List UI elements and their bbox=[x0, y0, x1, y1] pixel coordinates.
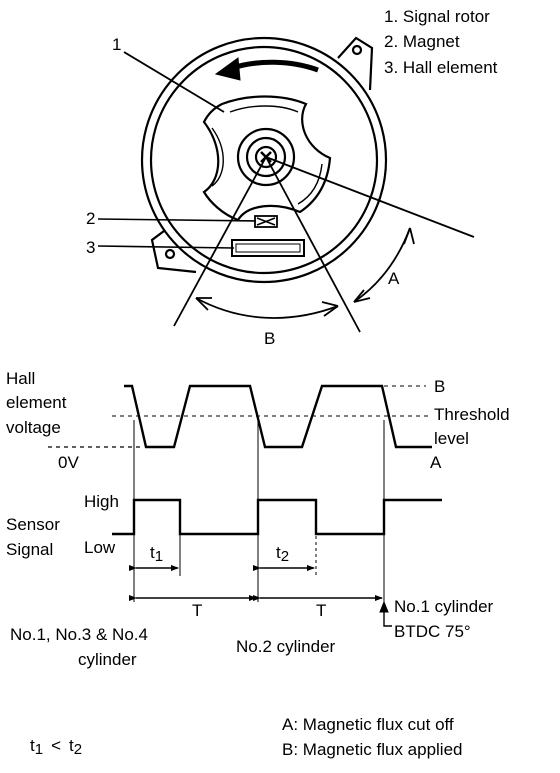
distributor-drawing bbox=[97, 36, 475, 333]
radial-b-left bbox=[173, 156, 267, 327]
legend-item-1: 1. Signal rotor bbox=[384, 7, 490, 26]
period-1-label: T bbox=[192, 601, 202, 620]
zero-volt-label: 0V bbox=[58, 453, 79, 472]
period-2-label: T bbox=[316, 601, 326, 620]
low-label: Low bbox=[84, 538, 116, 557]
sensor-label-line1: Sensor bbox=[6, 515, 60, 534]
no1-cylinder-label: No.1 cylinder bbox=[394, 597, 494, 616]
leader-3 bbox=[97, 245, 235, 249]
hall-label-line1: Hall bbox=[6, 369, 35, 388]
mounting-ear-top bbox=[337, 36, 374, 91]
sensor-signal-waveform bbox=[112, 498, 442, 536]
threshold-label-line1: Threshold bbox=[434, 405, 510, 424]
ear-hole-top bbox=[351, 44, 363, 56]
hall-label-line3: voltage bbox=[6, 418, 61, 437]
leader-2 bbox=[97, 218, 257, 222]
threshold-label-line2: level bbox=[434, 429, 469, 448]
housing-inner bbox=[149, 45, 379, 275]
hall-voltage-waveform bbox=[124, 384, 432, 449]
note-b: B: Magnetic flux applied bbox=[282, 740, 463, 759]
callout-2: 2 bbox=[86, 209, 95, 228]
cylinder-group-a-line2: cylinder bbox=[78, 650, 137, 669]
ear-hole-bottom bbox=[164, 248, 176, 260]
t2-label: t2 bbox=[276, 543, 289, 565]
shaft-mid bbox=[245, 136, 287, 178]
cylinder-group-b: No.2 cylinder bbox=[236, 637, 336, 656]
callout-3: 3 bbox=[86, 238, 95, 257]
legend-item-3: 3. Hall element bbox=[384, 58, 498, 77]
callout-1: 1 bbox=[112, 35, 121, 54]
timing-chart bbox=[48, 384, 442, 627]
level-a-label: A bbox=[430, 453, 442, 472]
note-a: A: Magnetic flux cut off bbox=[282, 715, 454, 734]
level-b-label: B bbox=[434, 377, 445, 396]
angle-b-label: B bbox=[264, 329, 275, 348]
rotation-arrow bbox=[231, 59, 319, 73]
angle-a-label: A bbox=[388, 269, 400, 288]
hall-label-line2: element bbox=[6, 393, 67, 412]
t1-t2-relation: t1<t2 bbox=[30, 736, 82, 758]
arc-b bbox=[195, 297, 339, 319]
radial-b-right bbox=[265, 156, 361, 333]
rotation-arrow-head bbox=[214, 57, 241, 81]
high-label: High bbox=[84, 492, 119, 511]
btdc-label: BTDC 75° bbox=[394, 622, 471, 641]
btdc-pointer bbox=[383, 606, 392, 627]
rotor-inner-edge bbox=[229, 105, 299, 113]
sensor-label-line2: Signal bbox=[6, 540, 53, 559]
t1-label: t1 bbox=[150, 543, 163, 565]
shaft-inner bbox=[254, 145, 278, 169]
radial-a bbox=[265, 156, 475, 238]
cylinder-group-a-line1: No.1, No.3 & No.4 bbox=[10, 625, 148, 644]
leader-1 bbox=[123, 51, 225, 113]
legend-item-2: 2. Magnet bbox=[384, 32, 460, 51]
hall-element bbox=[231, 239, 305, 257]
